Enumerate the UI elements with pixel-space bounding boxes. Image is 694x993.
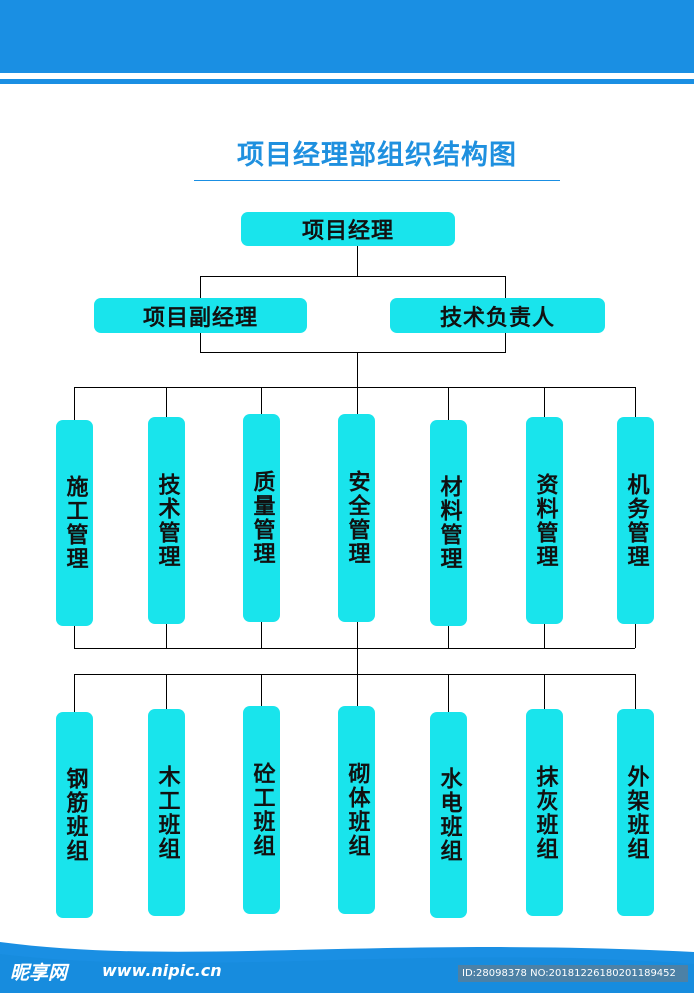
connector-line: [505, 276, 506, 298]
connector-line: [544, 674, 545, 709]
connector-line: [200, 276, 506, 277]
connector-line: [448, 674, 449, 712]
connector-line: [448, 626, 449, 648]
connector-line: [74, 626, 75, 648]
chart-title: 项目经理部组织结构图: [237, 140, 517, 171]
node-department: 机务管理: [617, 417, 654, 624]
connector-line: [261, 674, 262, 706]
connector-line: [544, 387, 545, 417]
watermark-url: www.nipic.cn: [102, 961, 222, 980]
connector-line: [74, 674, 75, 712]
connector-line: [74, 674, 635, 675]
node-team: 砼工班组: [243, 706, 280, 914]
connector-line: [505, 333, 506, 352]
node-project-manager: 项目经理: [241, 212, 455, 246]
connector-line: [448, 387, 449, 420]
connector-line: [74, 648, 635, 649]
connector-line: [635, 387, 636, 417]
node-department: 资料管理: [526, 417, 563, 624]
connector-line: [166, 674, 167, 709]
node-department: 施工管理: [56, 420, 93, 626]
connector-line: [74, 387, 635, 388]
watermark-id: ID:28098378 NO:20181226180201189452: [458, 965, 688, 982]
connector-line: [261, 387, 262, 414]
title-underline: [194, 180, 560, 181]
connector-line: [357, 352, 358, 387]
connector-line: [357, 674, 358, 706]
header-band: [0, 0, 694, 73]
connector-line: [166, 387, 167, 417]
connector-line: [261, 622, 262, 648]
connector-line: [635, 674, 636, 709]
connector-line: [544, 624, 545, 648]
node-department: 质量管理: [243, 414, 280, 622]
connector-line: [200, 352, 506, 353]
connector-line: [166, 624, 167, 648]
node-team: 外架班组: [617, 709, 654, 916]
watermark-logo: 昵享网: [10, 962, 68, 984]
connector-line: [357, 246, 358, 276]
node-team: 砌体班组: [338, 706, 375, 914]
header-stripe: [0, 79, 694, 84]
node-department: 安全管理: [338, 414, 375, 622]
node-team: 抹灰班组: [526, 709, 563, 916]
node-team: 水电班组: [430, 712, 467, 918]
node-department: 技术管理: [148, 417, 185, 624]
connector-line: [74, 387, 75, 420]
node-team: 木工班组: [148, 709, 185, 916]
connector-line: [357, 387, 358, 414]
node-team: 钢筋班组: [56, 712, 93, 918]
connector-line: [635, 624, 636, 648]
node-deputy-manager: 项目副经理: [94, 298, 307, 333]
connector-line: [200, 276, 201, 298]
node-department: 材料管理: [430, 420, 467, 626]
node-technical-lead: 技术负责人: [390, 298, 605, 333]
connector-line: [200, 333, 201, 352]
